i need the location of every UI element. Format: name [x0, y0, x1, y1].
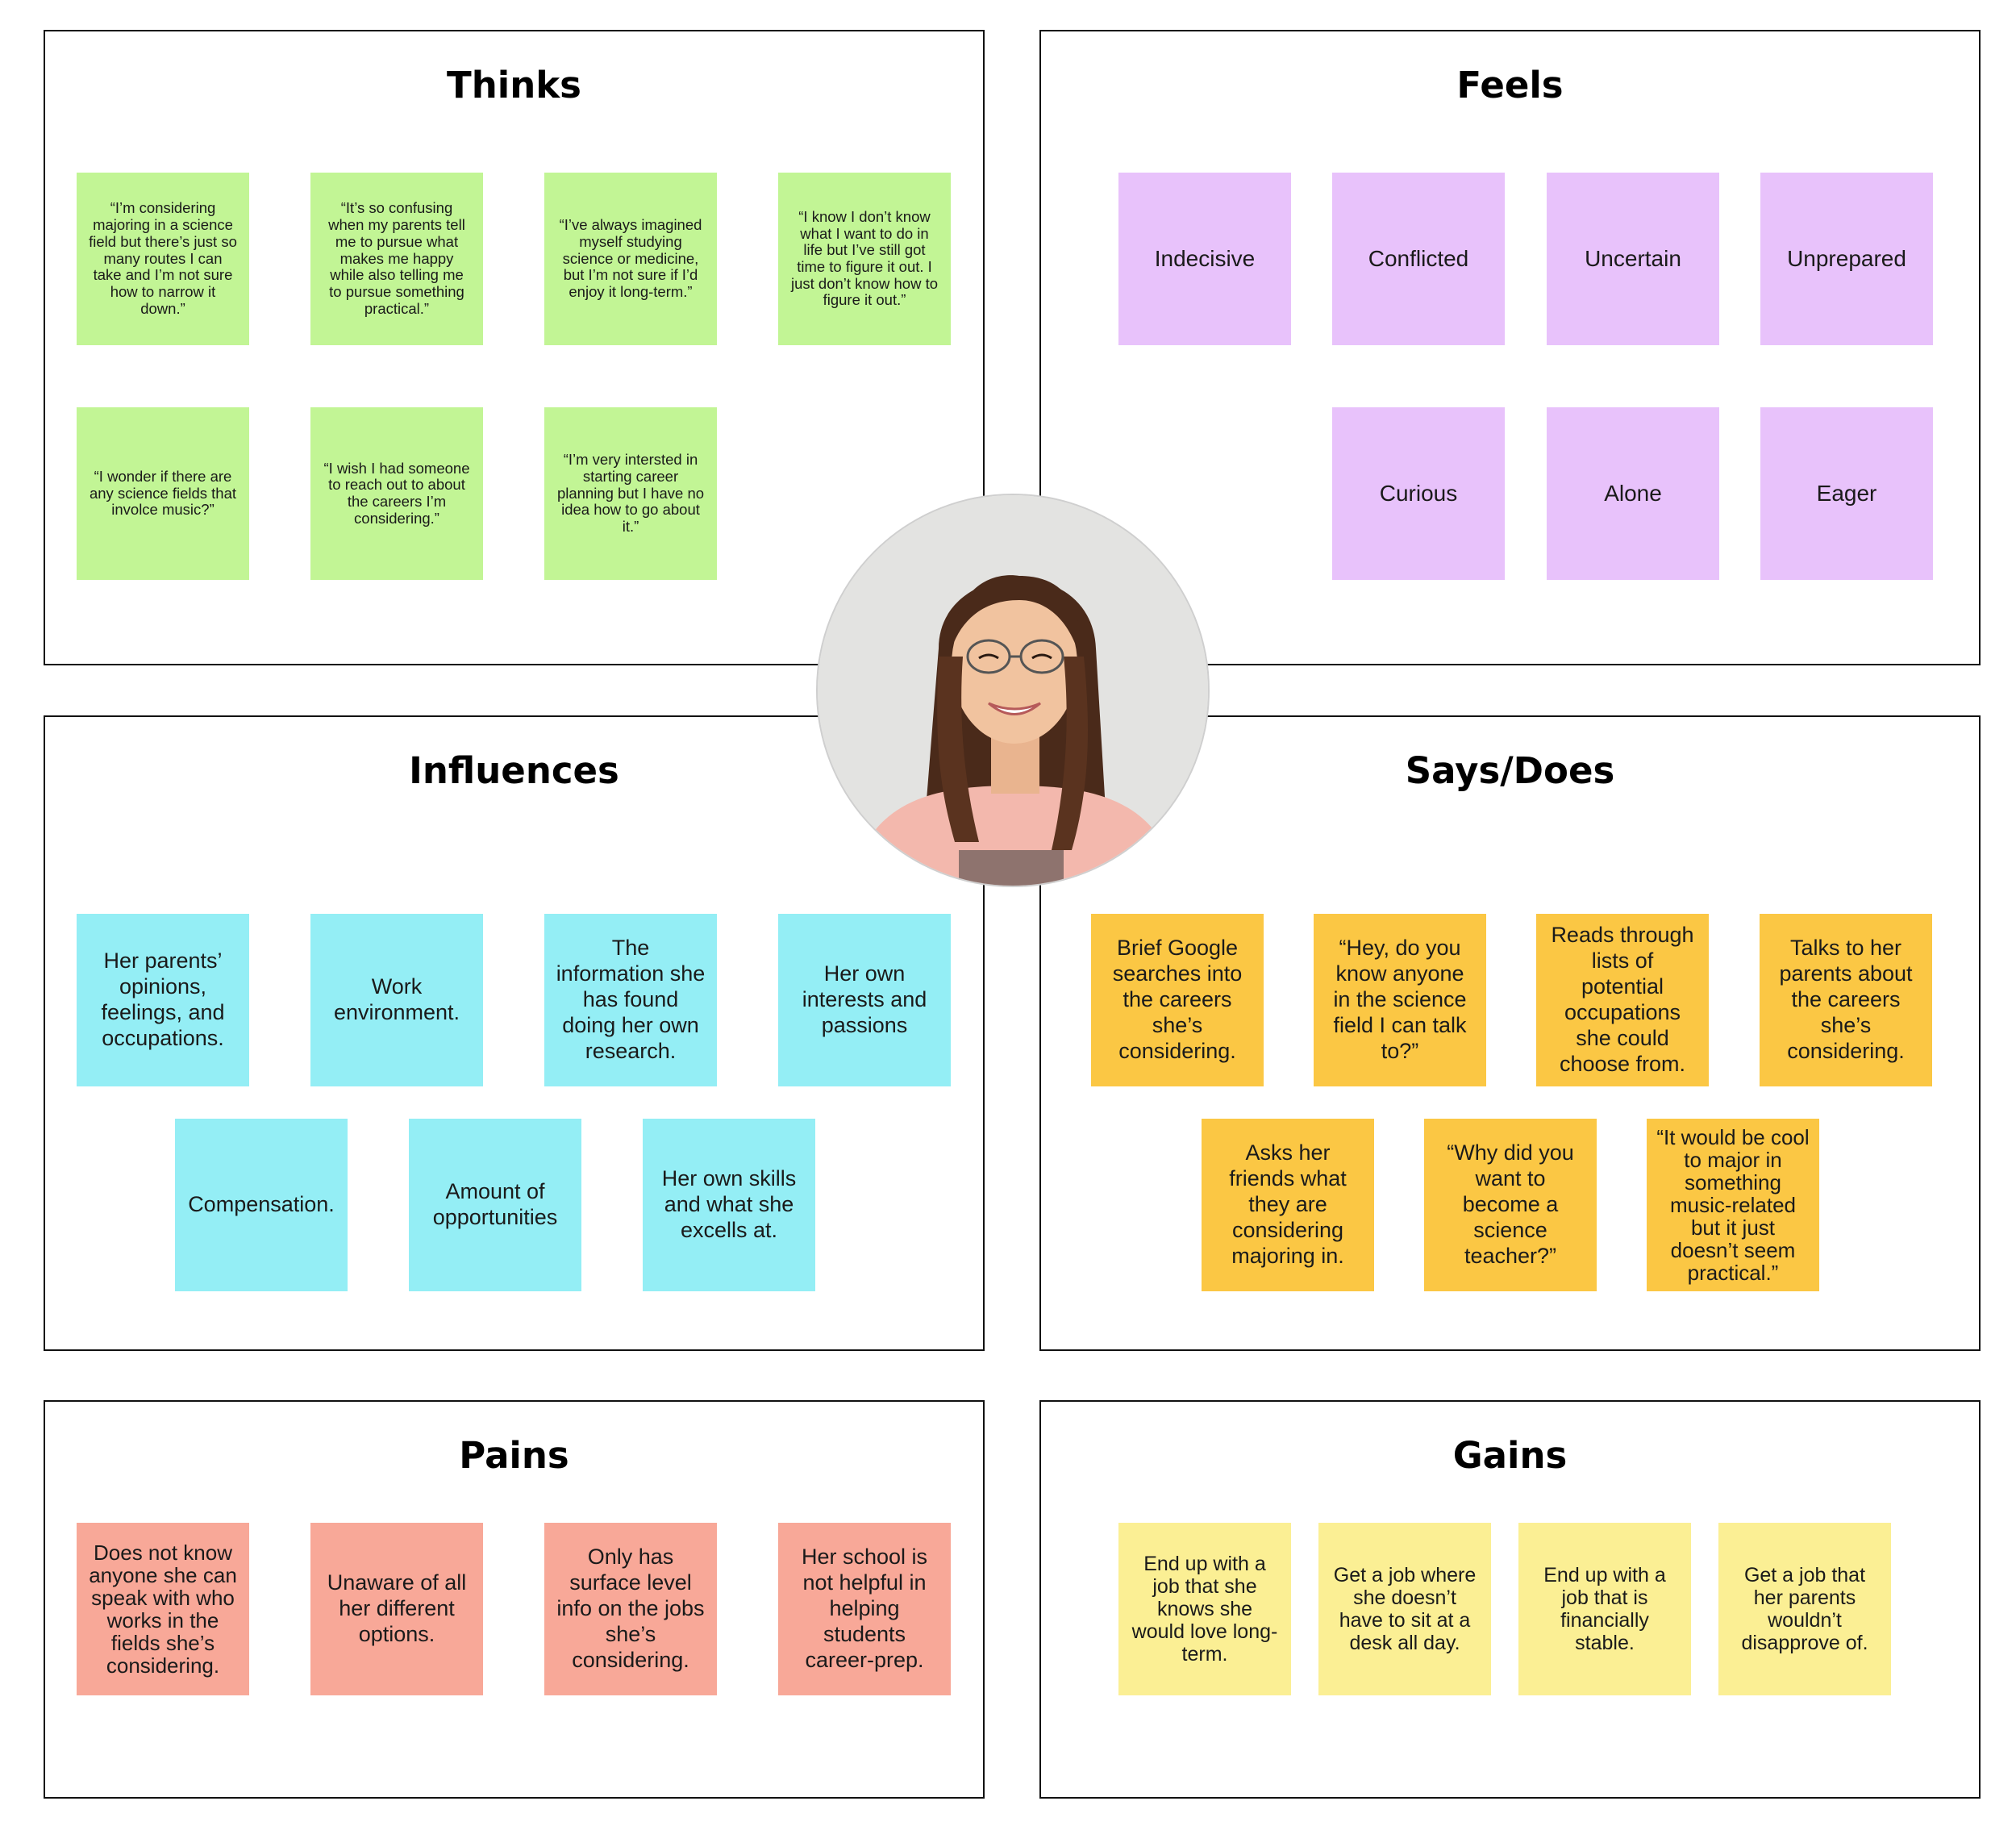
says-does-note[interactable]: “Hey, do you know anyone in the science … — [1314, 914, 1486, 1086]
influences-note[interactable]: Her own interests and passions — [778, 914, 951, 1086]
pains-note[interactable]: Unaware of all her different options. — [310, 1523, 483, 1695]
thinks-note[interactable]: “I’m very intersted in starting career p… — [544, 407, 717, 580]
feels-note[interactable]: Indecisive — [1118, 173, 1291, 345]
says-does-note[interactable]: “Why did you want to become a science te… — [1424, 1119, 1597, 1291]
thinks-note[interactable]: “I know I don’t know what I want to do i… — [778, 173, 951, 345]
persona-photo-icon — [818, 495, 1208, 886]
gains-note[interactable]: End up with a job that is financially st… — [1518, 1523, 1691, 1695]
thinks-note[interactable]: “I wish I had someone to reach out to ab… — [310, 407, 483, 580]
says-does-note[interactable]: “It would be cool to major in something … — [1647, 1119, 1819, 1291]
persona-avatar — [816, 494, 1210, 887]
influences-note[interactable]: The information she has found doing her … — [544, 914, 717, 1086]
feels-title: Feels — [1456, 64, 1564, 106]
influences-note[interactable]: Work environment. — [310, 914, 483, 1086]
influences-note[interactable]: Amount of opportunities — [409, 1119, 581, 1291]
thinks-note[interactable]: “I’m considering majoring in a science f… — [77, 173, 249, 345]
pains-note[interactable]: Does not know anyone she can speak with … — [77, 1523, 249, 1695]
gains-title: Gains — [1452, 1434, 1568, 1477]
says-does-note[interactable]: Asks her friends what they are consideri… — [1202, 1119, 1374, 1291]
gains-note[interactable]: Get a job that her parents wouldn’t disa… — [1718, 1523, 1891, 1695]
influences-note[interactable]: Her parents’ opinions, feelings, and occ… — [77, 914, 249, 1086]
influences-title: Influences — [409, 749, 619, 792]
pains-title: Pains — [459, 1434, 569, 1477]
says-does-title: Says/Does — [1405, 749, 1615, 792]
feels-note[interactable]: Unprepared — [1760, 173, 1933, 345]
influences-note[interactable]: Her own skills and what she excells at. — [643, 1119, 815, 1291]
thinks-note[interactable]: “I’ve always imagined myself studying sc… — [544, 173, 717, 345]
feels-note[interactable]: Alone — [1547, 407, 1719, 580]
feels-note[interactable]: Conflicted — [1332, 173, 1505, 345]
thinks-note[interactable]: “I wonder if there are any science field… — [77, 407, 249, 580]
thinks-note[interactable]: “It’s so confusing when my parents tell … — [310, 173, 483, 345]
feels-note[interactable]: Eager — [1760, 407, 1933, 580]
pains-note[interactable]: Only has surface level info on the jobs … — [544, 1523, 717, 1695]
feels-note[interactable]: Curious — [1332, 407, 1505, 580]
says-does-note[interactable]: Brief Google searches into the careers s… — [1091, 914, 1264, 1086]
pains-note[interactable]: Her school is not helpful in helping stu… — [778, 1523, 951, 1695]
gains-note[interactable]: Get a job where she doesn’t have to sit … — [1318, 1523, 1491, 1695]
influences-note[interactable]: Compensation. — [175, 1119, 348, 1291]
gains-note[interactable]: End up with a job that she knows she wou… — [1118, 1523, 1291, 1695]
thinks-title: Thinks — [447, 64, 581, 106]
feels-note[interactable]: Uncertain — [1547, 173, 1719, 345]
says-does-note[interactable]: Talks to her parents about the careers s… — [1760, 914, 1932, 1086]
says-does-note[interactable]: Reads through lists of potential occupat… — [1536, 914, 1709, 1086]
